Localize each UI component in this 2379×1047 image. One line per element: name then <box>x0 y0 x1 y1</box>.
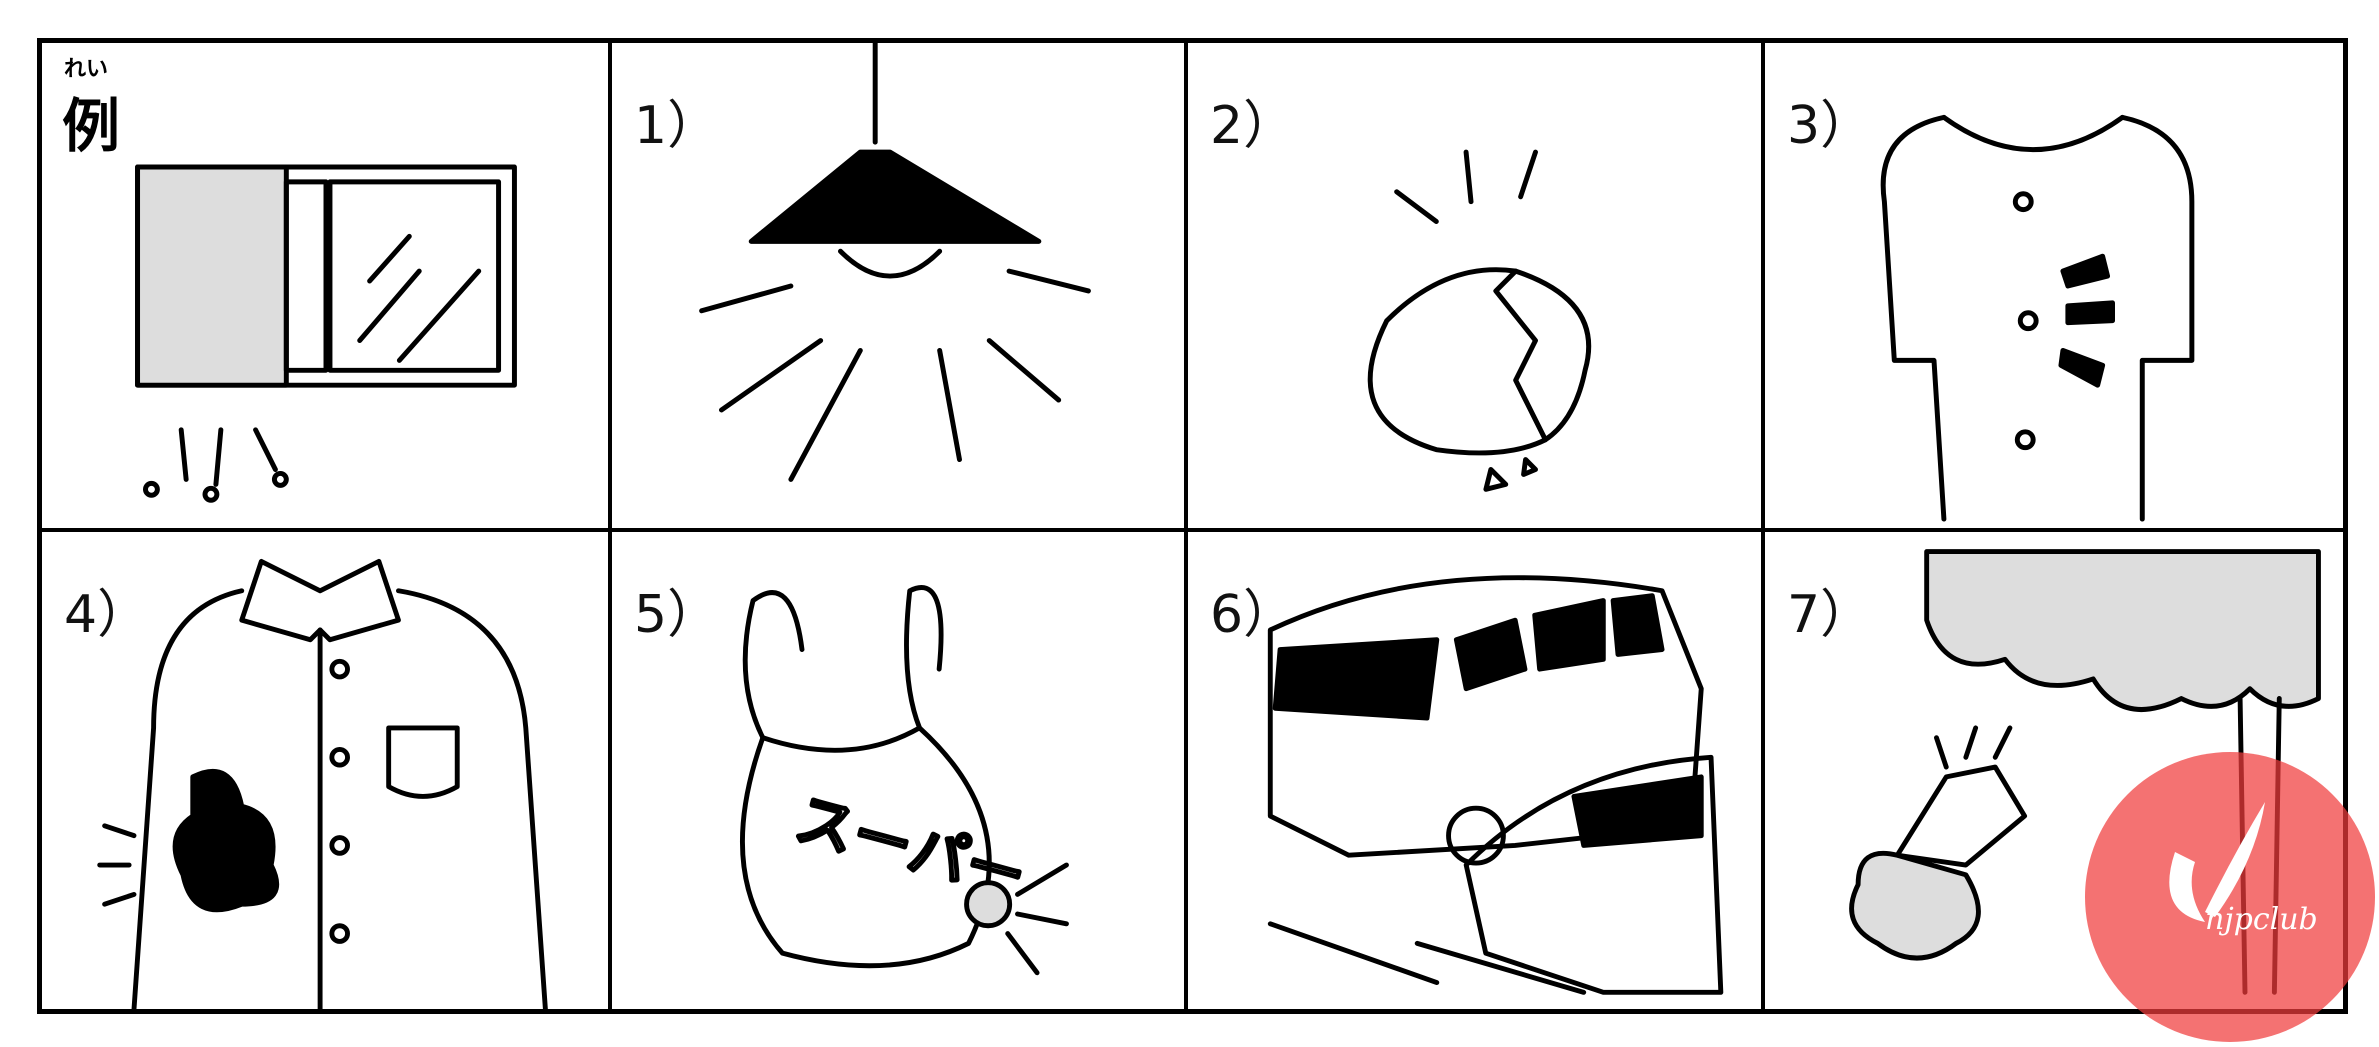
shirt-missing-button-picture <box>1880 114 2195 522</box>
cell-5-label: 5） <box>634 585 720 645</box>
cell-1: 1） <box>612 43 1188 532</box>
cell-6: 6） <box>1188 532 1765 1009</box>
cell-3: 3） <box>1765 43 2343 532</box>
watermark-text: njpclub <box>2205 902 2318 937</box>
cell-2: 2） <box>1188 43 1765 532</box>
picture-grid: れい 例 1） 2） 3） <box>37 38 2348 1014</box>
broken-window-picture <box>135 164 517 503</box>
example-label: 例 <box>62 92 121 160</box>
broken-plate-picture <box>1367 149 1592 492</box>
parked-cars-picture <box>1267 575 1724 995</box>
ceiling-lamp-picture <box>699 43 1091 482</box>
cell-7: 7） <box>1765 532 2343 1009</box>
cell-5: 5） スーパー <box>612 532 1188 1009</box>
cell-2-label: 2） <box>1210 96 1296 156</box>
example-ruby: れい <box>64 57 109 82</box>
cell-6-label: 6） <box>1210 585 1296 645</box>
storm-branch-picture <box>1849 549 2321 995</box>
cell-1-label: 1） <box>634 96 720 156</box>
cell-example: れい 例 <box>42 43 612 532</box>
stained-shirt-picture <box>97 558 548 1009</box>
cell-4: 4） <box>42 532 612 1009</box>
cell-3-label: 3） <box>1787 96 1873 156</box>
supermarket-bag-picture: スーパー <box>740 585 1069 976</box>
njpclub-watermark-logo: njpclub <box>2085 752 2375 1042</box>
cell-7-label: 7） <box>1787 585 1873 645</box>
crane-icon <box>2169 802 2265 922</box>
cell-4-label: 4） <box>64 585 150 645</box>
